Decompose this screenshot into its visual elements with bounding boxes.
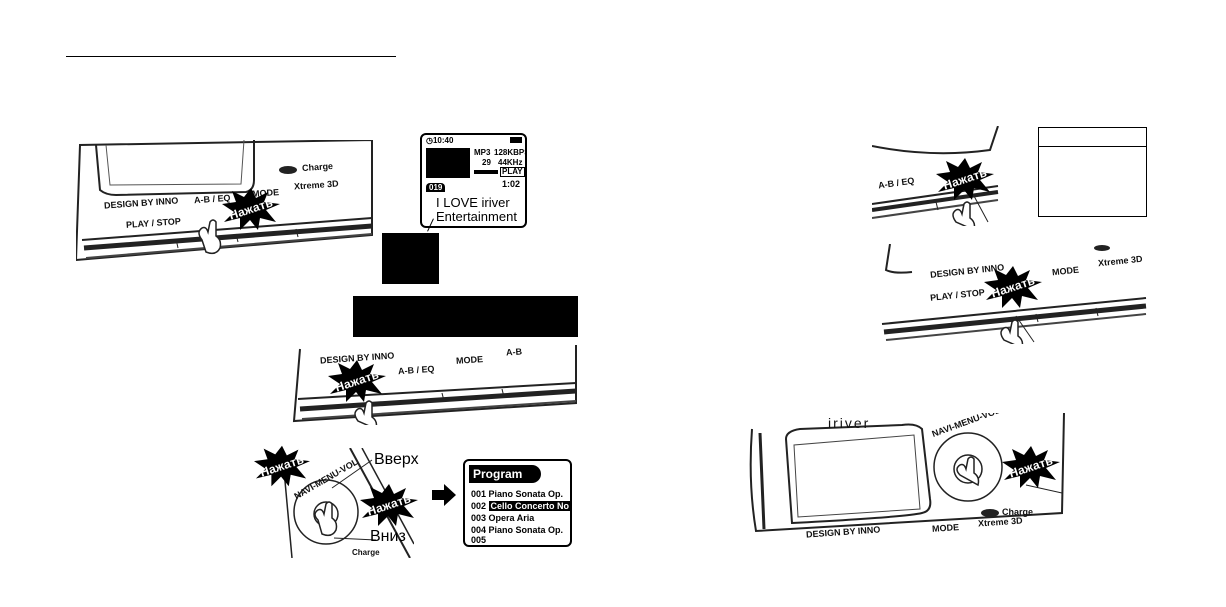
press-callout-6: Нажать	[984, 266, 1042, 308]
program-header: Program	[469, 465, 541, 483]
press-callout-5: Нажать	[936, 158, 994, 200]
label-box-2	[353, 296, 578, 337]
reference-table	[1038, 127, 1147, 217]
lcd-clock: ◷10:40	[426, 136, 454, 145]
program-row: 005	[471, 535, 487, 545]
press-callout-2: Нажать	[328, 360, 386, 402]
press-callout-3: Нажать	[254, 445, 310, 487]
program-row: 004 Piano Sonata Op.	[471, 525, 564, 535]
heading-underline	[66, 56, 396, 57]
lcd-screen: ◷10:40 MP3 128KBPS 29 44KHz PLAY 1:02 01…	[420, 133, 527, 228]
label-box-1	[382, 233, 439, 284]
battery-icon	[510, 137, 522, 143]
lcd-song-title: I LOVE iriver	[436, 195, 510, 210]
lcd-bitrate: 128KBPS	[494, 148, 527, 157]
visualizer-display	[426, 148, 470, 178]
label-brand: iriver	[828, 415, 871, 431]
label-charge-5: Charge	[1002, 507, 1034, 517]
device-front-illustration-4: DESIGN BY INNO PLAY / STOP MODE Xtreme 3…	[876, 244, 1148, 344]
lcd-frequency: 44KHz	[498, 158, 523, 167]
press-callout-1: Нажать	[222, 188, 280, 230]
lcd-track-field: 29	[482, 158, 491, 167]
label-mode-5: MODE	[931, 522, 960, 534]
label-down: Вниз	[370, 528, 406, 545]
table-divider	[1039, 146, 1146, 147]
label-charge-partial: Charge	[352, 548, 380, 557]
navi-dial-illustration: NAVI-MENU-VOL Charge	[272, 448, 414, 558]
lcd-format: MP3	[474, 148, 491, 157]
device-front-illustration-2: DESIGN BY INNO A-B / EQ MODE A-B	[292, 345, 580, 425]
device-front-illustration-1: DESIGN BY INNO A-B / EQ PLAY / STOP MODE…	[76, 140, 376, 265]
program-list-screen: Program 001 Piano Sonata Op. 002 Cello C…	[463, 459, 572, 547]
label-a-b-partial: A-B	[505, 346, 523, 358]
lcd-play-status: PLAY	[500, 167, 525, 177]
lcd-elapsed: 1:02	[502, 179, 521, 189]
device-front-illustration-5: iriver NAVI-MENU-VOL Charge DESIGN BY IN…	[746, 413, 1068, 543]
program-row-selected: 002 Cello Concerto No	[471, 501, 570, 511]
lcd-artist: Entertainment	[436, 209, 517, 224]
program-row: 003 Opera Aria	[471, 513, 535, 523]
volume-bar	[474, 170, 498, 174]
label-up: Вверх	[374, 451, 419, 468]
lcd-track-number: 019	[426, 183, 446, 192]
press-callout-4: Нажать	[360, 484, 418, 526]
label-mode-2: MODE	[455, 354, 484, 366]
arrow-right-icon	[432, 484, 456, 506]
label-charge: Charge	[301, 160, 334, 174]
press-callout-7: Нажать	[1002, 446, 1060, 488]
program-row: 001 Piano Sonata Op.	[471, 489, 564, 499]
